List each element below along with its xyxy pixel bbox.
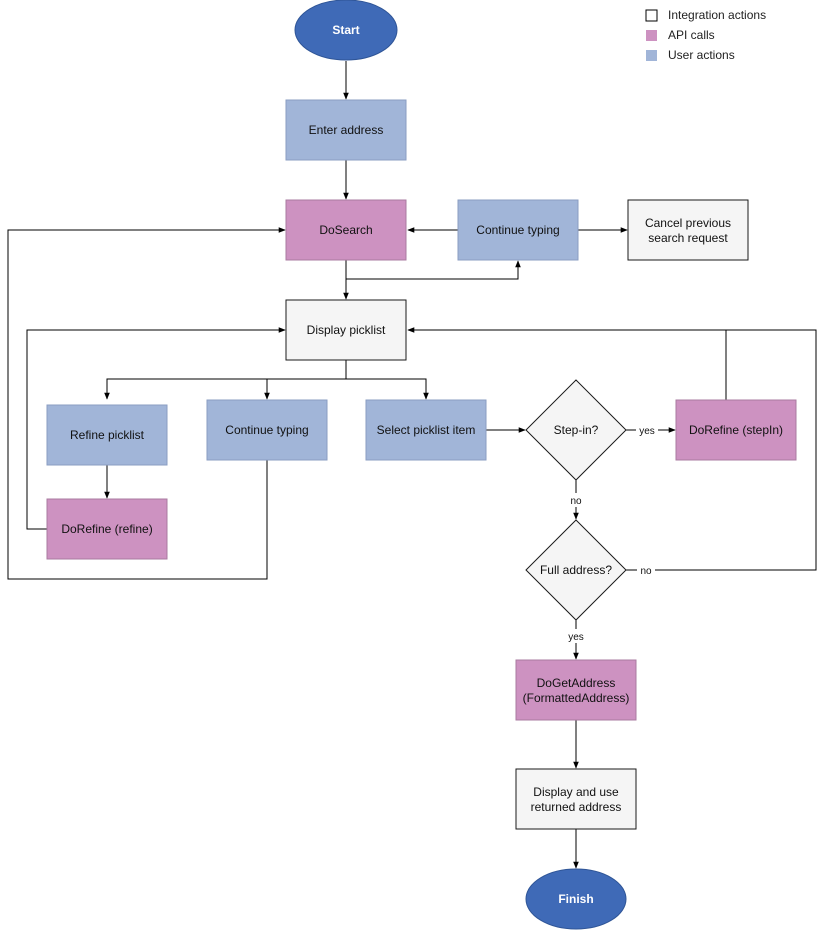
dosearch-box (285, 199, 407, 261)
label-full-no: no (640, 566, 652, 577)
nodes: Start Enter address DoSearch Continue ty… (46, 0, 797, 930)
dorefine-stepin-label: DoRefine (stepIn) (689, 423, 783, 437)
legend-swatch-user (646, 50, 657, 61)
legend-label-api: API calls (668, 28, 715, 42)
display-picklist-label: Display picklist (307, 323, 386, 337)
stepin-decision (525, 379, 627, 481)
dorefine-refine-label: DoRefine (refine) (61, 522, 152, 536)
continue-typing-top-label: Continue typing (476, 223, 559, 237)
legend-label-user: User actions (668, 48, 735, 62)
enter-address-label: Enter address (309, 123, 384, 137)
finish-label: Finish (558, 892, 593, 906)
edge-picklist-to-select (346, 378, 429, 400)
stepin-decision-label: Step-in? (554, 423, 599, 437)
legend: Integration actions API calls User actio… (645, 8, 766, 62)
display-use-label-line1: Display and use (533, 785, 619, 799)
edge-continue-mid-to-dosearch (7, 227, 286, 580)
cancel-request-box (627, 199, 749, 261)
dorefine-stepin-box (675, 399, 797, 461)
edge-dosearch-to-continue (346, 260, 521, 280)
cancel-request-label-line1: Cancel previous (645, 216, 731, 230)
continue-typing-mid-box (206, 399, 328, 461)
dogetaddress-box (515, 659, 637, 721)
refine-picklist-label: Refine picklist (70, 428, 145, 442)
start-label: Start (332, 23, 359, 37)
dogetaddress-label-line1: DoGetAddress (537, 676, 616, 690)
legend-label-integration: Integration actions (668, 8, 766, 22)
edge-full-no (626, 329, 817, 571)
continue-typing-top-box (457, 199, 579, 261)
label-full-yes: yes (568, 632, 584, 643)
finish-terminal (525, 868, 627, 930)
legend-swatch-integration (645, 9, 658, 22)
full-address-decision (525, 519, 627, 621)
edge-dorefine-to-picklist (26, 327, 286, 530)
cancel-request-label-line2: search request (648, 231, 728, 245)
display-use-label-line2: returned address (531, 800, 622, 814)
edge-labels: yes no no yes (565, 423, 658, 643)
label-stepin-yes: yes (639, 426, 655, 437)
legend-swatch-api (646, 30, 657, 41)
dogetaddress-label-line2: (FormattedAddress) (523, 691, 630, 705)
dosearch-label: DoSearch (319, 223, 372, 237)
enter-address-box (285, 99, 407, 161)
select-item-label: Select picklist item (377, 423, 476, 437)
display-use-box (515, 768, 637, 830)
dorefine-refine-box (46, 498, 168, 560)
edge-picklist-to-refine (104, 360, 347, 400)
display-picklist-box (285, 299, 407, 361)
refine-picklist-box (46, 404, 168, 466)
continue-typing-mid-label: Continue typing (225, 423, 308, 437)
select-item-box (365, 399, 487, 461)
full-address-decision-label: Full address? (540, 563, 612, 577)
start-terminal (294, 0, 398, 61)
label-stepin-no: no (570, 496, 582, 507)
